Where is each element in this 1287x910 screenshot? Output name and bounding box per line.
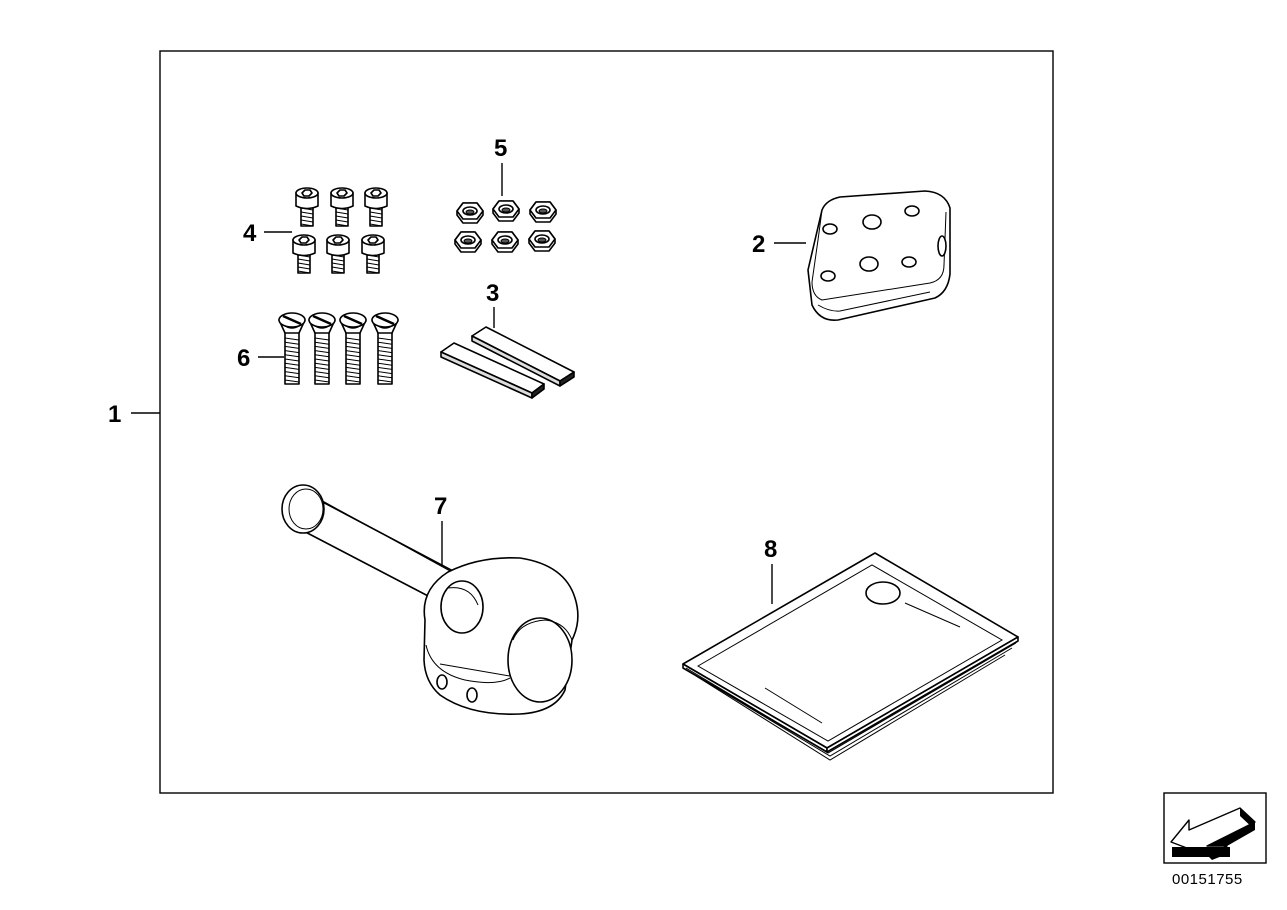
callout-3-label: 3 bbox=[486, 280, 499, 307]
arrow-back-icon[interactable] bbox=[1163, 792, 1267, 864]
clamp-split-line bbox=[425, 644, 511, 684]
socket-screw bbox=[364, 187, 388, 227]
callout-5[interactable]: 5 bbox=[494, 135, 507, 196]
strip-2-end bbox=[559, 371, 575, 387]
callout-1-label: 1 bbox=[108, 401, 121, 428]
countersunk-bolt bbox=[308, 312, 336, 385]
rod-highlight bbox=[307, 492, 473, 584]
clamp-split-line-2 bbox=[439, 663, 511, 677]
part-8-instruction-booklet[interactable] bbox=[682, 552, 1019, 761]
arrow-box bbox=[1163, 792, 1267, 864]
part-3-rubber-strips[interactable] bbox=[440, 326, 575, 399]
callout-2[interactable]: 2 bbox=[752, 231, 806, 258]
part-7-clamp-with-rod[interactable] bbox=[281, 484, 579, 715]
callout-3[interactable]: 3 bbox=[486, 280, 499, 328]
rod-end-face bbox=[288, 488, 324, 530]
booklet-edge-side bbox=[826, 636, 1019, 753]
clamp-bore bbox=[507, 617, 573, 703]
block-lower-edge bbox=[817, 291, 931, 312]
block-hole-large bbox=[859, 256, 879, 272]
socket-screw bbox=[330, 187, 354, 227]
countersunk-bolt bbox=[339, 312, 367, 385]
rod-collar-edge bbox=[447, 587, 479, 606]
clamp-screw-hole bbox=[466, 687, 478, 703]
block-hole bbox=[820, 270, 836, 282]
document-number: 00151755 bbox=[1172, 871, 1243, 888]
booklet-cover bbox=[682, 552, 1019, 749]
socket-screw bbox=[326, 234, 350, 274]
booklet-page-line bbox=[689, 647, 1013, 757]
arrow-shade-2 bbox=[1207, 822, 1255, 846]
clamp-bore-inner bbox=[512, 619, 573, 641]
part-6-countersunk-bolts[interactable] bbox=[278, 312, 399, 385]
socket-screw bbox=[292, 234, 316, 274]
callout-6-label: 6 bbox=[237, 345, 250, 372]
hex-nut bbox=[528, 230, 556, 252]
callout-8[interactable]: 8 bbox=[764, 536, 777, 604]
hex-nut bbox=[491, 231, 519, 253]
block-top-face bbox=[811, 209, 947, 301]
booklet-page-line bbox=[695, 654, 1006, 761]
part-2-mounting-block[interactable] bbox=[807, 190, 951, 322]
arrow-base-shadow bbox=[1172, 847, 1230, 857]
booklet-page-line bbox=[685, 642, 1017, 754]
callout-6[interactable]: 6 bbox=[237, 345, 284, 372]
block-hole bbox=[901, 256, 917, 268]
block-side-hole bbox=[937, 235, 947, 257]
hex-nut bbox=[529, 201, 557, 223]
diagram-frame bbox=[159, 50, 1054, 794]
block-hole bbox=[822, 223, 838, 235]
callout-4[interactable]: 4 bbox=[243, 220, 292, 247]
block-hole bbox=[904, 205, 920, 217]
booklet-text-line bbox=[904, 602, 961, 628]
callout-7-label: 7 bbox=[434, 493, 447, 520]
part-5-nuts[interactable] bbox=[454, 200, 557, 253]
hex-nut bbox=[492, 200, 520, 222]
booklet-text-line bbox=[764, 687, 823, 724]
countersunk-bolt bbox=[278, 312, 306, 385]
callout-8-label: 8 bbox=[764, 536, 777, 563]
clamp-screw-hole bbox=[436, 674, 448, 690]
callout-7[interactable]: 7 bbox=[434, 493, 447, 565]
part-4-socket-screws[interactable] bbox=[292, 187, 388, 274]
block-hole-large bbox=[862, 214, 882, 230]
hex-nut bbox=[454, 231, 482, 253]
rod-end-cap bbox=[281, 484, 325, 534]
rod-collar bbox=[440, 580, 484, 634]
callout-5-label: 5 bbox=[494, 135, 507, 162]
strip-1-end bbox=[531, 383, 545, 399]
callout-1[interactable]: 1 bbox=[108, 401, 160, 428]
booklet-inner-border bbox=[697, 564, 1003, 742]
callout-2-label: 2 bbox=[752, 231, 765, 258]
booklet-hole bbox=[865, 581, 901, 605]
socket-screw bbox=[295, 187, 319, 227]
callout-4-label: 4 bbox=[243, 220, 257, 247]
countersunk-bolt bbox=[371, 312, 399, 385]
hex-nut bbox=[456, 202, 484, 224]
socket-screw bbox=[361, 234, 385, 274]
block-body bbox=[807, 190, 951, 322]
